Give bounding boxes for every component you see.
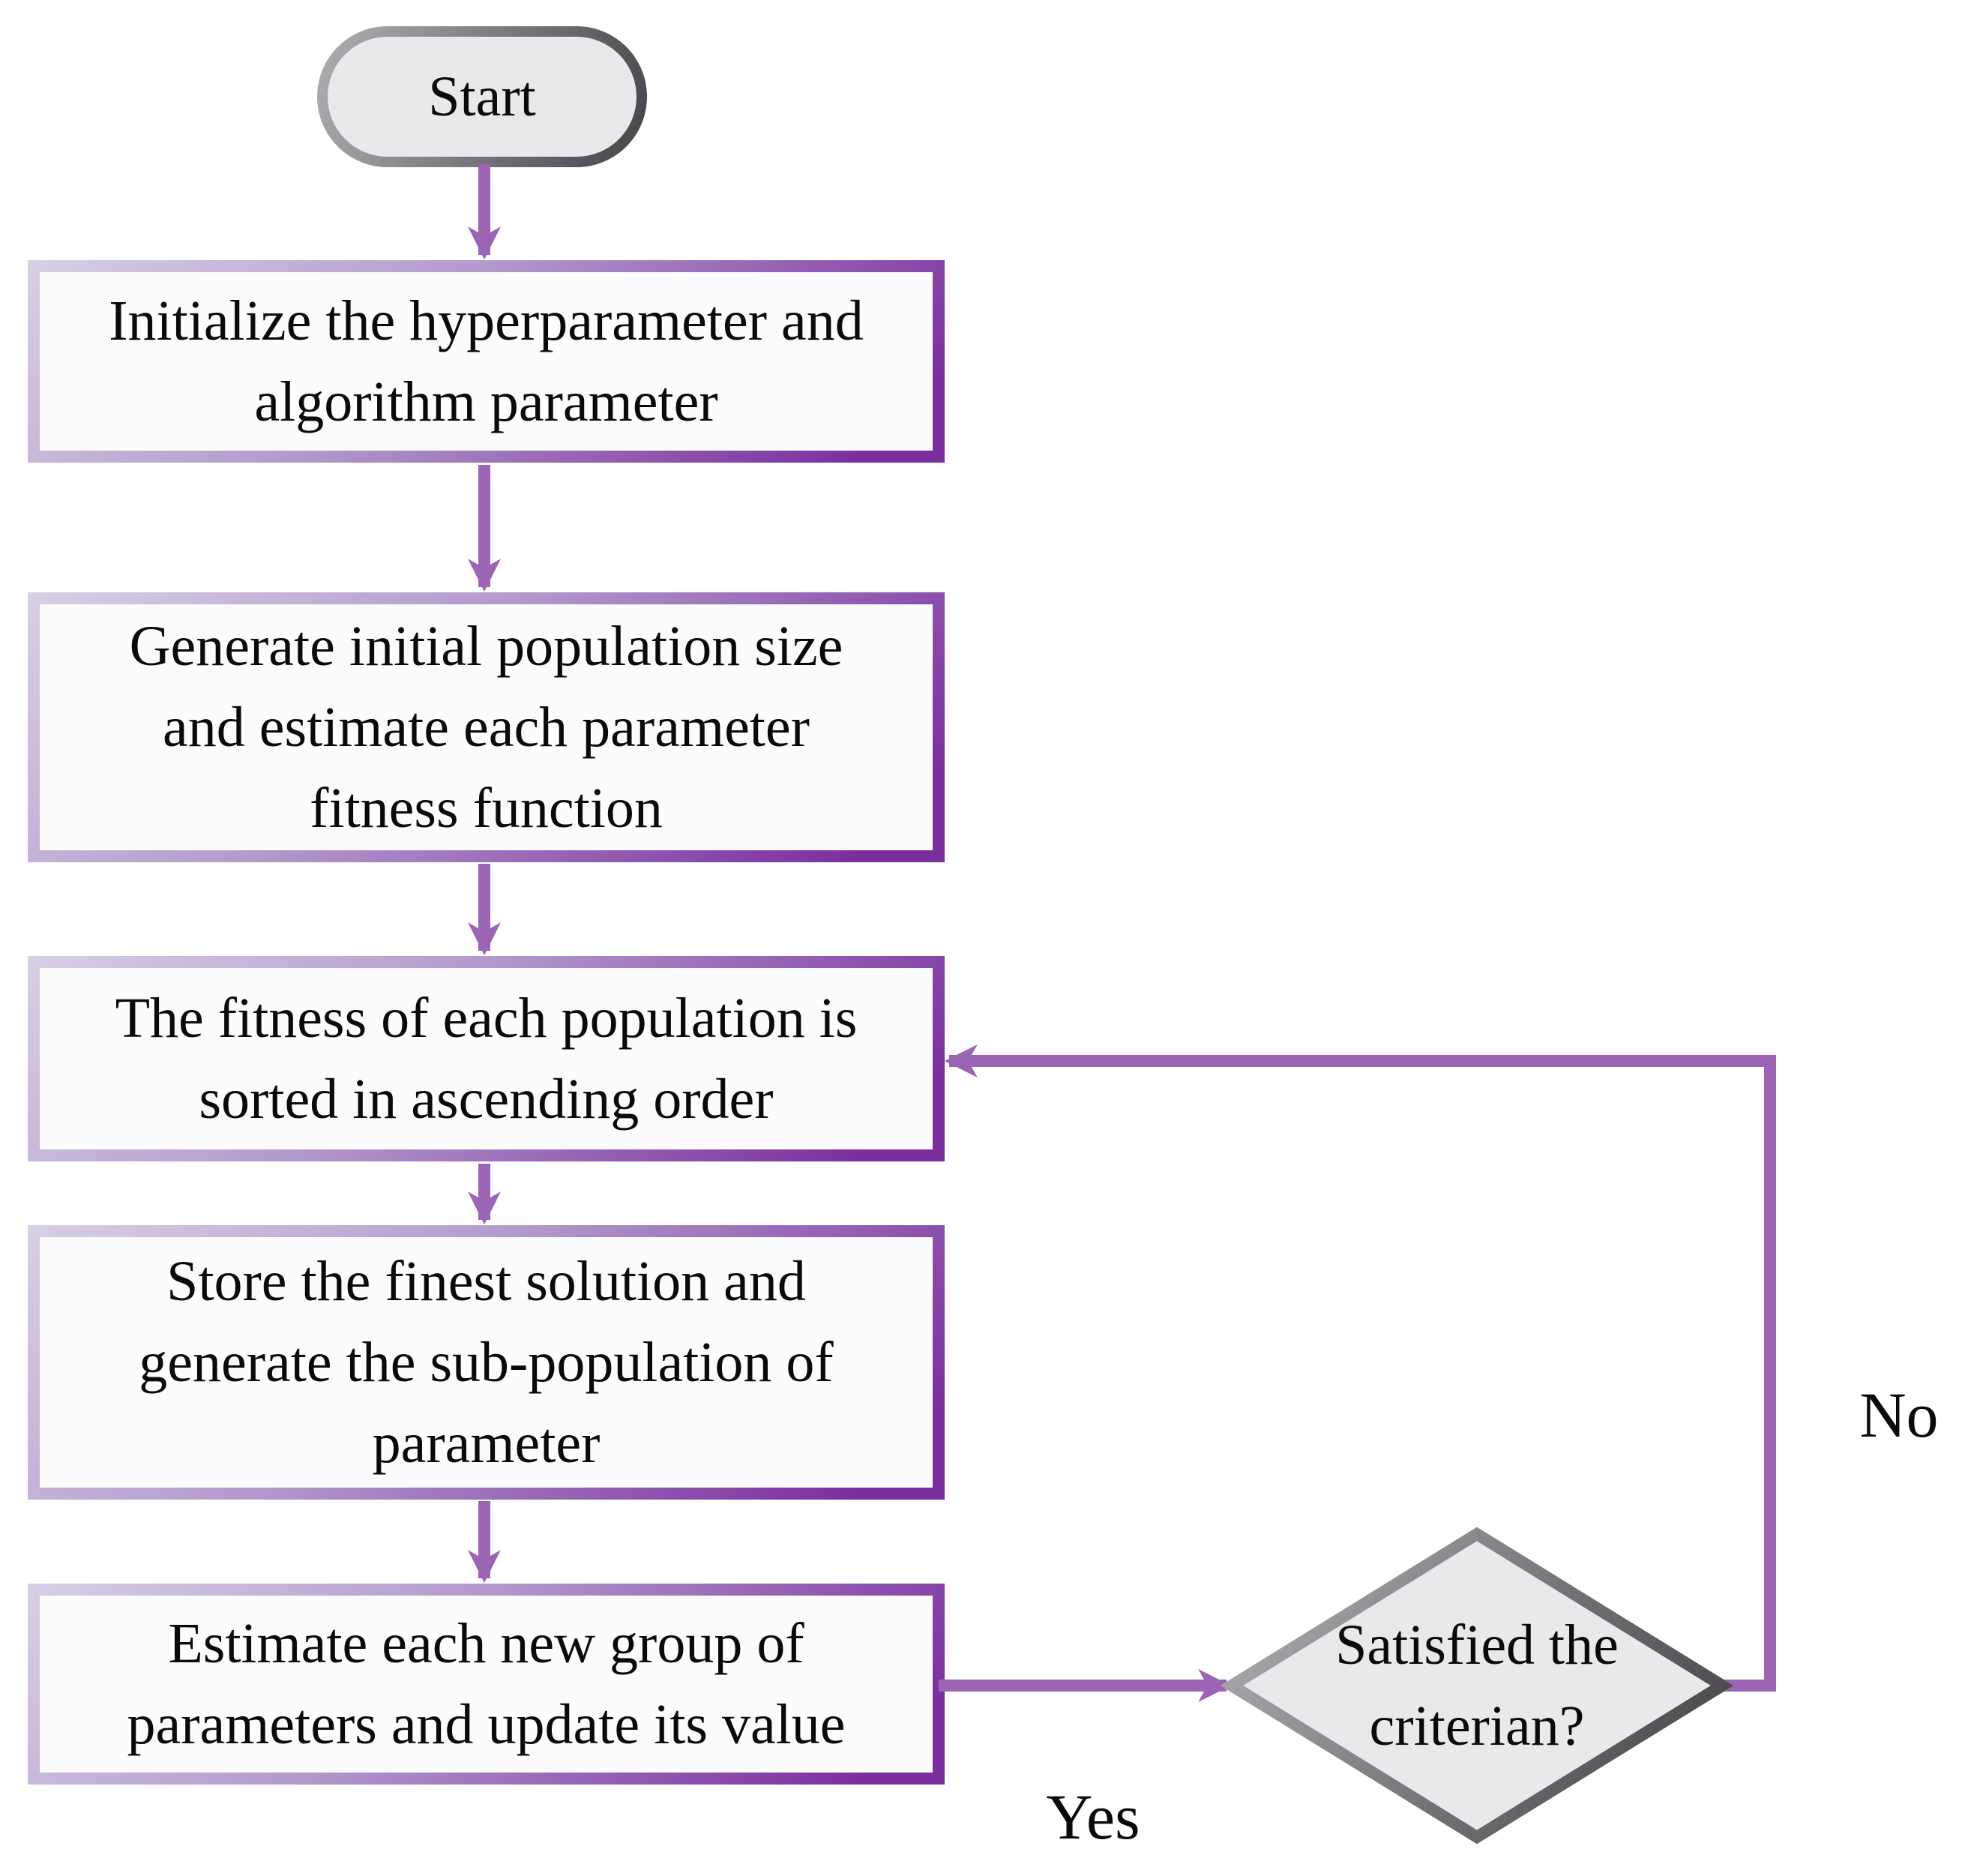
start-node: Start <box>317 26 647 167</box>
start-label: Start <box>428 65 536 128</box>
branch-label-no: No <box>1859 1379 1939 1451</box>
branch-label-yes: Yes <box>1046 1781 1140 1853</box>
